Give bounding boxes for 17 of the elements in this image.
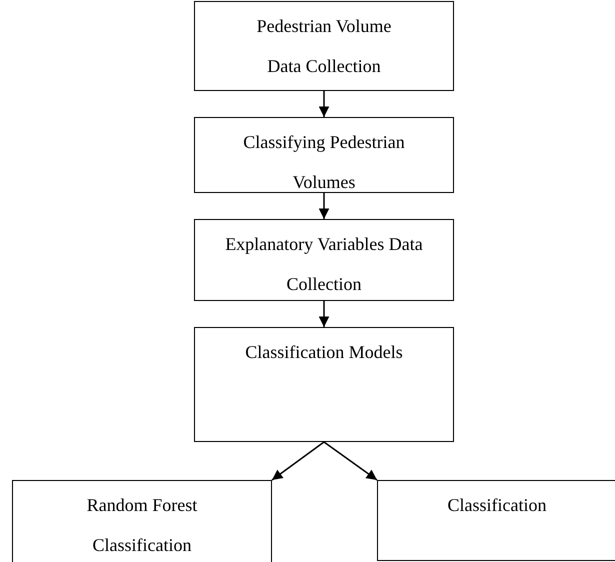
box-label: Explanatory Variables Data Collection bbox=[224, 233, 424, 296]
box-label: Random Forest Classification bbox=[86, 494, 198, 557]
arrow bbox=[318, 301, 330, 327]
process-box bbox=[12, 480, 272, 562]
process-box bbox=[194, 117, 454, 193]
arrow bbox=[318, 91, 330, 117]
box-label: Classification bbox=[446, 494, 548, 517]
process-box bbox=[194, 1, 454, 91]
box-label: Pedestrian Volume Data Collection bbox=[256, 15, 392, 78]
process-box bbox=[377, 480, 615, 561]
arrow bbox=[324, 441, 378, 481]
box-label: Classifying Pedestrian Volumes bbox=[242, 131, 406, 194]
box-label: Classification Models bbox=[244, 341, 404, 364]
arrow bbox=[318, 193, 330, 219]
process-box bbox=[194, 219, 454, 301]
process-box bbox=[194, 327, 454, 442]
arrow bbox=[272, 441, 324, 481]
